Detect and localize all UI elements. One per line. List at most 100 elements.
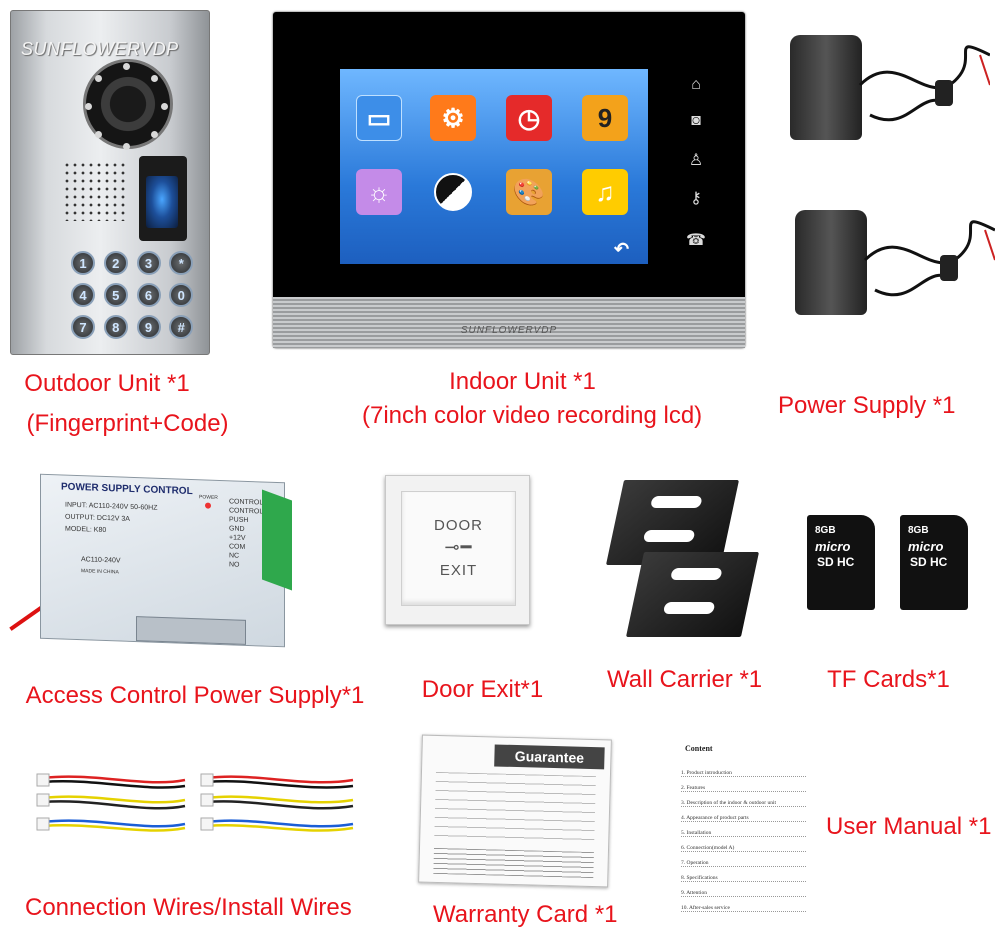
tf-capacity: 8GB xyxy=(815,525,836,536)
tf-cards-label: TF Cards*1 xyxy=(827,666,950,693)
adapter-icon xyxy=(795,210,867,315)
tf-sd: SD HC xyxy=(817,555,855,569)
toc-entry: 10. After-sales service xyxy=(681,905,806,912)
keypad-key: 8 xyxy=(103,315,128,339)
ir-led xyxy=(123,63,130,70)
silver-bezel xyxy=(273,297,745,348)
keypad-key: 6 xyxy=(136,283,161,307)
adapter-icon xyxy=(790,35,862,140)
keypad-key: 2 xyxy=(103,251,128,275)
keypad: 1 2 3 * 4 5 6 0 7 8 9 # xyxy=(71,251,196,341)
back-arrow-icon: ↶ xyxy=(614,239,630,259)
access-psu-image: POWER SUPPLY CONTROL INPUT: AC110-240V 5… xyxy=(40,473,285,648)
keypad-key: # xyxy=(169,315,194,339)
access-psu-label: Access Control Power Supply*1 xyxy=(25,682,365,709)
outdoor-label-line2: (Fingerprint+Code) xyxy=(26,410,229,437)
tf-sd: SD HC xyxy=(910,555,948,569)
toc-entry: 9. Attention xyxy=(681,890,806,897)
keypad-key: 1 xyxy=(71,251,95,275)
ir-led xyxy=(123,143,130,150)
adapter-cable xyxy=(863,220,995,297)
lcd-screen: ▭ ⚙ ◷ 9 ☼ 🎨 ♫ ↶ xyxy=(340,69,648,264)
power-adapter-1 xyxy=(790,35,990,140)
keypad-key: * xyxy=(169,251,194,275)
ir-led xyxy=(95,131,102,138)
settings-gear-icon: ⚙ xyxy=(430,95,476,141)
wires-label: Connection Wires/Install Wires xyxy=(25,894,352,921)
fingerprint-icon xyxy=(146,176,178,228)
psu-title: POWER SUPPLY CONTROL xyxy=(61,481,193,498)
indoor-label-line1: Indoor Unit *1 xyxy=(449,368,596,395)
keypad-key: 7 xyxy=(71,315,95,339)
adapter-cable xyxy=(858,45,990,122)
warranty-title: Guarantee xyxy=(494,744,605,770)
toc-entry: 5. Installation xyxy=(681,830,806,837)
psu-output: OUTPUT: DC12V 3A xyxy=(65,513,130,523)
door-exit-button: DOOR ⊸━ EXIT xyxy=(401,491,516,606)
tf-card: 8GB micro SD HC xyxy=(900,515,968,610)
mounting-bracket xyxy=(136,616,246,645)
outdoor-unit-image: SUNFLOWERVDP 1 2 3 * 4 5 6 0 7 8 9 # xyxy=(10,10,210,355)
indoor-label-line2: (7inch color video recording lcd) xyxy=(362,402,703,429)
key-icon: ⊸━ xyxy=(444,537,473,557)
warranty-label: Warranty Card *1 xyxy=(433,901,618,928)
keypad-key: 0 xyxy=(169,283,194,307)
keypad-key: 5 xyxy=(103,283,128,307)
toc-entry: 6. Connection(model A) xyxy=(681,845,806,852)
tf-micro: micro xyxy=(815,539,851,554)
carrier-plate xyxy=(625,552,760,637)
toc-entry: 7. Operation xyxy=(681,860,806,867)
carrier-slot xyxy=(642,530,696,542)
keypad-key: 4 xyxy=(71,283,95,307)
palette-icon: 🎨 xyxy=(506,169,552,215)
brightness-icon: ☼ xyxy=(356,169,402,215)
ir-led xyxy=(95,75,102,82)
power-supply-label: Power Supply *1 xyxy=(778,392,956,419)
terminal-block xyxy=(262,489,292,591)
outdoor-label-line1: Outdoor Unit *1 xyxy=(24,370,190,397)
tf-card: 8GB micro SD HC xyxy=(807,515,875,610)
psu-power: POWER xyxy=(199,494,218,501)
speaker-grille xyxy=(63,161,128,221)
outdoor-brand: SUNFLOWERVDP xyxy=(21,39,179,59)
manual-title: Content xyxy=(685,744,713,753)
door-exit-image: DOOR ⊸━ EXIT xyxy=(385,475,530,625)
camera-icon: ◙ xyxy=(691,112,701,129)
power-adapter-2 xyxy=(795,210,995,315)
carrier-slot xyxy=(650,496,703,508)
connection-wires-image xyxy=(35,770,365,850)
indoor-brand: SUNFLOWERVDP xyxy=(460,325,558,336)
carrier-slot xyxy=(670,568,723,580)
tf-micro: micro xyxy=(908,539,944,554)
warranty-card-image: Guarantee xyxy=(418,734,612,888)
carrier-slot xyxy=(662,602,716,614)
keypad-key: 3 xyxy=(136,251,161,275)
folder-icon: ▭ xyxy=(356,95,402,141)
warranty-form-lines xyxy=(434,771,596,847)
toc-entry: 8. Specifications xyxy=(681,875,806,882)
keypad-key: 9 xyxy=(136,315,161,339)
toc-entry: 2. Features xyxy=(681,785,806,792)
home-icon: ⌂ xyxy=(691,76,701,93)
psu-model: MODEL: K80 xyxy=(65,525,107,535)
ir-led xyxy=(161,103,168,110)
door-text: DOOR xyxy=(434,517,483,534)
power-led-icon xyxy=(205,502,211,509)
wire-bundle-icon xyxy=(36,773,354,832)
ir-led xyxy=(151,75,158,82)
door-exit-label: Door Exit*1 xyxy=(421,676,544,703)
warranty-fine-print xyxy=(433,847,594,879)
exit-text: EXIT xyxy=(439,562,478,579)
ir-led xyxy=(151,131,158,138)
clock-icon: ◷ xyxy=(506,95,552,141)
tf-capacity: 8GB xyxy=(908,525,929,536)
manual-label: User Manual *1 xyxy=(826,813,992,840)
ir-led xyxy=(85,103,92,110)
calendar-icon: 9 xyxy=(582,95,628,141)
psu-input: INPUT: AC110-240V 50-60HZ xyxy=(65,501,158,512)
wall-carrier-label: Wall Carrier *1 xyxy=(607,666,763,693)
person-icon: ♙ xyxy=(688,152,704,169)
music-note-icon: ♫ xyxy=(582,169,628,215)
psu-made: MADE IN CHINA xyxy=(81,568,119,576)
phone-icon: ☎ xyxy=(686,232,706,249)
